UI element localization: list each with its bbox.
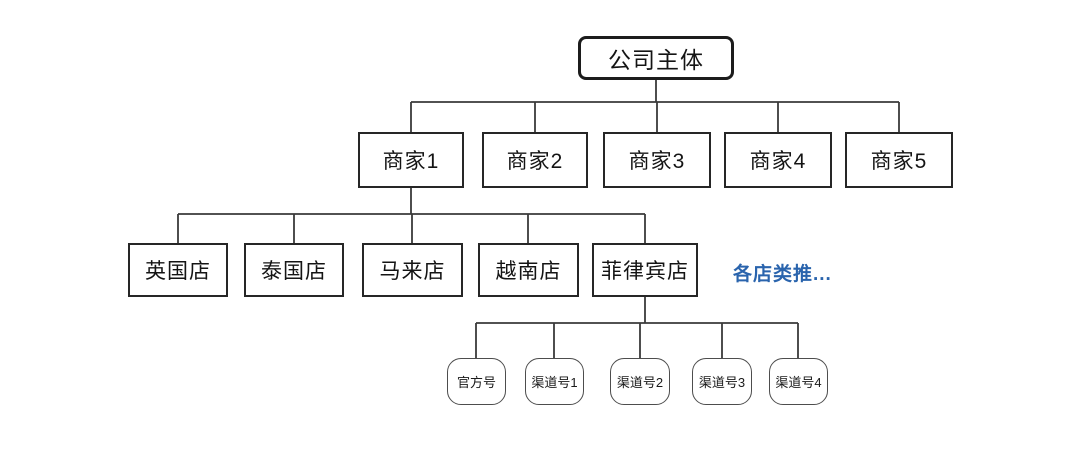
node-merchant-5: 商家5 — [845, 132, 953, 188]
connector-philippines-to-channels — [475, 297, 799, 358]
node-store-thailand: 泰国店 — [244, 243, 344, 297]
analogy-note: 各店类推... — [733, 264, 832, 285]
node-store-uk: 英国店 — [128, 243, 228, 297]
node-channel-account-1: 渠道号1 — [525, 358, 584, 405]
node-store-vietnam: 越南店 — [478, 243, 579, 297]
node-company-root: 公司主体 — [578, 36, 734, 80]
connector-root-to-merchants — [410, 80, 900, 132]
node-channel-account-2: 渠道号2 — [610, 358, 670, 405]
node-merchant-2: 商家2 — [482, 132, 588, 188]
node-merchant-3: 商家3 — [603, 132, 711, 188]
node-store-malaysia: 马来店 — [362, 243, 463, 297]
connector-merchant1-to-stores — [177, 188, 646, 243]
node-channel-account-3: 渠道号3 — [692, 358, 752, 405]
node-store-philippines: 菲律宾店 — [592, 243, 698, 297]
node-channel-account-4: 渠道号4 — [769, 358, 828, 405]
node-merchant-4: 商家4 — [724, 132, 832, 188]
node-merchant-1: 商家1 — [358, 132, 464, 188]
node-official-account: 官方号 — [447, 358, 506, 405]
